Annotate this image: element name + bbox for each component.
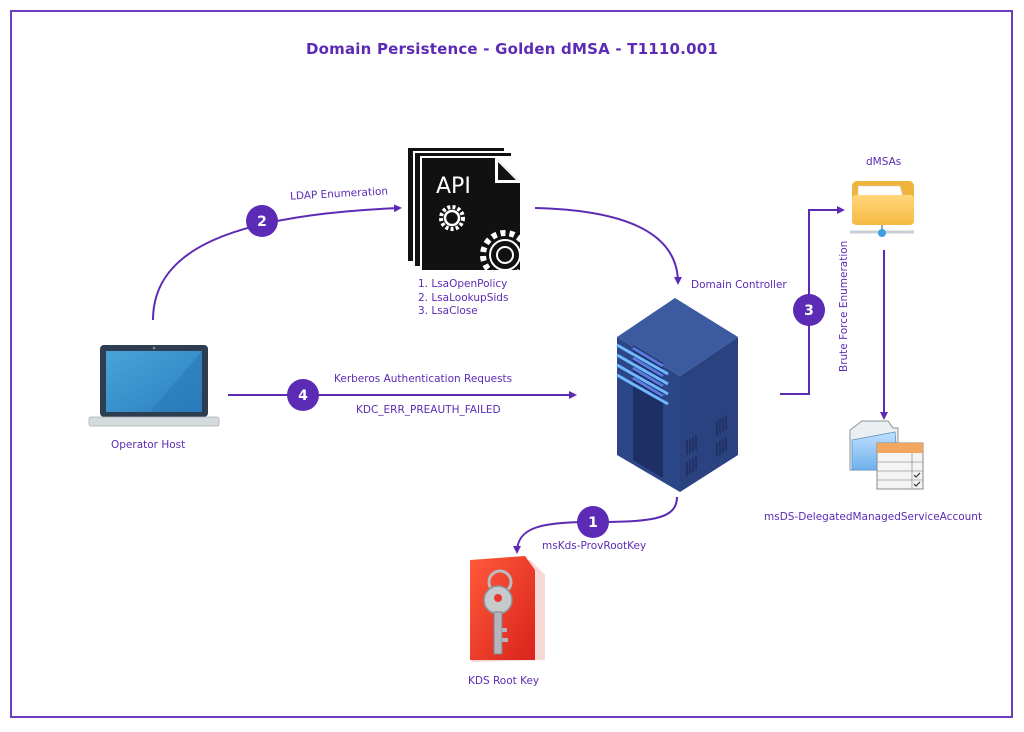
server-icon <box>616 298 738 492</box>
svg-text:3: 3 <box>804 303 814 319</box>
provrootkey-label: msKds-ProvRootKey <box>542 540 647 552</box>
diagram-frame <box>10 10 1013 718</box>
svg-text:API: API <box>436 174 471 199</box>
dmsas-label: dMSAs <box>866 156 902 168</box>
step-badge-1: 1 <box>577 506 609 538</box>
step-badge-4: 4 <box>287 379 319 411</box>
svg-text:1: 1 <box>588 515 598 531</box>
folder-table-icon <box>849 420 924 490</box>
step-badge-2: 2 <box>246 205 278 237</box>
operator-host-label: Operator Host <box>111 439 186 451</box>
svg-text:4: 4 <box>298 388 308 404</box>
preauth-failed-label: KDC_ERR_PREAUTH_FAILED <box>356 404 501 416</box>
brute-force-label: Brute Force Enumeration <box>838 240 850 372</box>
kds-root-key-label: KDS Root Key <box>468 675 540 687</box>
network-folder-icon <box>850 181 914 237</box>
msds-account-label: msDS-DelegatedManagedServiceAccount <box>764 511 983 523</box>
api-document-icon: API <box>408 148 530 280</box>
diagram-title: Domain Persistence - Golden dMSA - T1110… <box>306 40 718 58</box>
api-call-list: 1. LsaOpenPolicy 2. LsaLookupSids 3. Lsa… <box>418 278 508 319</box>
api-call-item: 3. LsaClose <box>418 305 478 317</box>
key-folder-icon <box>470 556 545 662</box>
api-call-item: 1. LsaOpenPolicy <box>418 278 508 290</box>
domain-controller-label: Domain Controller <box>691 279 787 291</box>
laptop-icon <box>88 345 220 427</box>
svg-text:2: 2 <box>257 214 267 230</box>
kerberos-requests-label: Kerberos Authentication Requests <box>334 373 513 385</box>
connector-api-to-dc <box>534 207 682 285</box>
step-badge-3: 3 <box>793 294 825 326</box>
api-call-item: 2. LsaLookupSids <box>418 291 509 304</box>
connector-ldap <box>152 204 402 321</box>
